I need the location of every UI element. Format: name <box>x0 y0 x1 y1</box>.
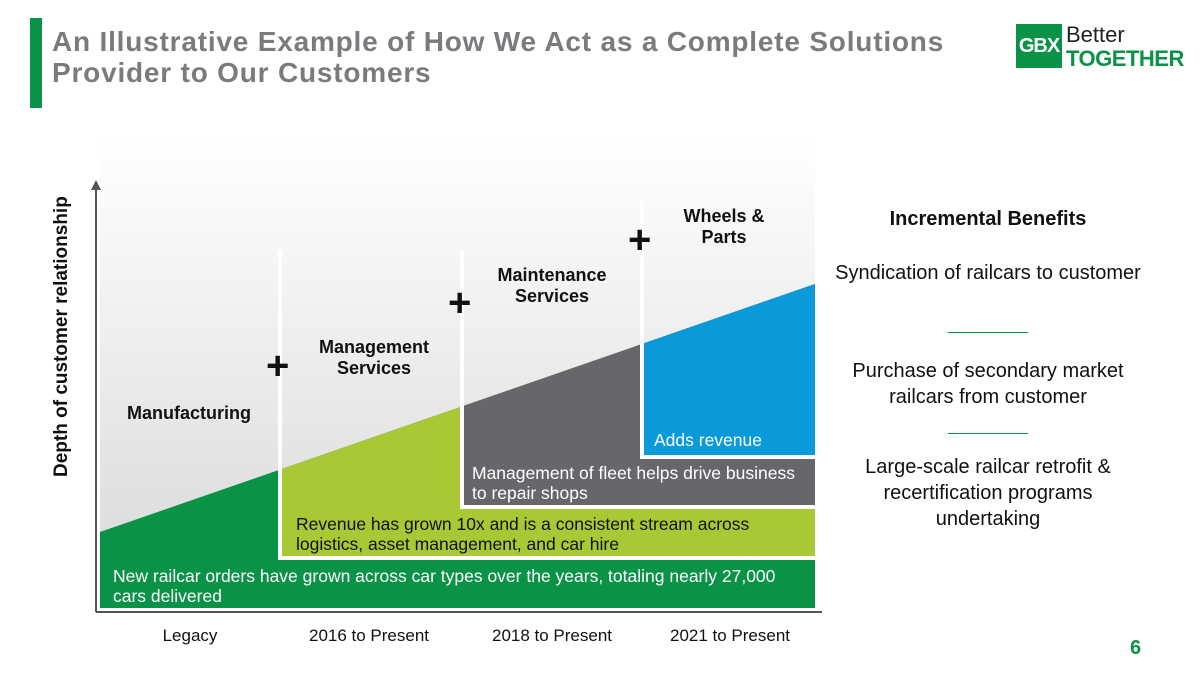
title-accent-bar <box>30 18 42 108</box>
y-axis-label: Depth of customer relationship <box>51 196 72 477</box>
separator-management <box>278 250 815 560</box>
plus-icon: + <box>628 218 652 262</box>
period-label: 2018 to Present <box>491 626 613 645</box>
benefits-title: Incremental Benefits <box>889 208 1087 230</box>
stage-label-management: Management Services <box>318 337 430 378</box>
separator-wheels <box>640 200 815 459</box>
period-label: 2016 to Present <box>308 626 430 645</box>
y-axis-arrow <box>91 180 101 190</box>
manufacturing-description: New railcar orders have grown across car… <box>113 566 776 606</box>
plus-icon: + <box>266 344 290 388</box>
stage-label-manufacturing: Manufacturing <box>127 403 251 423</box>
gbx-logo: GBX Better TOGETHER <box>1016 22 1184 72</box>
page-number: 6 <box>1130 637 1142 659</box>
benefit-item: Large-scale railcar retrofit & recertifi… <box>865 456 1111 530</box>
slide-title: An Illustrative Example of How We Act as… <box>52 26 945 88</box>
stage-label-wheels: Wheels & Parts <box>683 206 765 247</box>
benefit-divider <box>948 332 1028 333</box>
benefit-item: Syndication of railcars to customer <box>835 262 1141 284</box>
separator-maintenance <box>460 250 815 509</box>
plus-icon: + <box>448 281 472 325</box>
logo-line-1: Better <box>1066 22 1125 47</box>
maintenance-description: Management of fleet helps drive business… <box>472 463 795 503</box>
management-description: Revenue has grown 10x and is a consisten… <box>296 514 750 554</box>
logo-line-2: TOGETHER <box>1066 46 1184 71</box>
logo-mark: GBX <box>1016 24 1062 68</box>
period-label: Legacy <box>162 626 218 645</box>
wheels-description: Adds revenue <box>654 430 762 450</box>
benefit-item: Purchase of secondary market railcars fr… <box>852 360 1124 408</box>
stage-label-maintenance: Maintenance Services <box>497 265 607 306</box>
benefit-divider <box>948 433 1028 434</box>
period-label: 2021 to Present <box>669 626 791 645</box>
